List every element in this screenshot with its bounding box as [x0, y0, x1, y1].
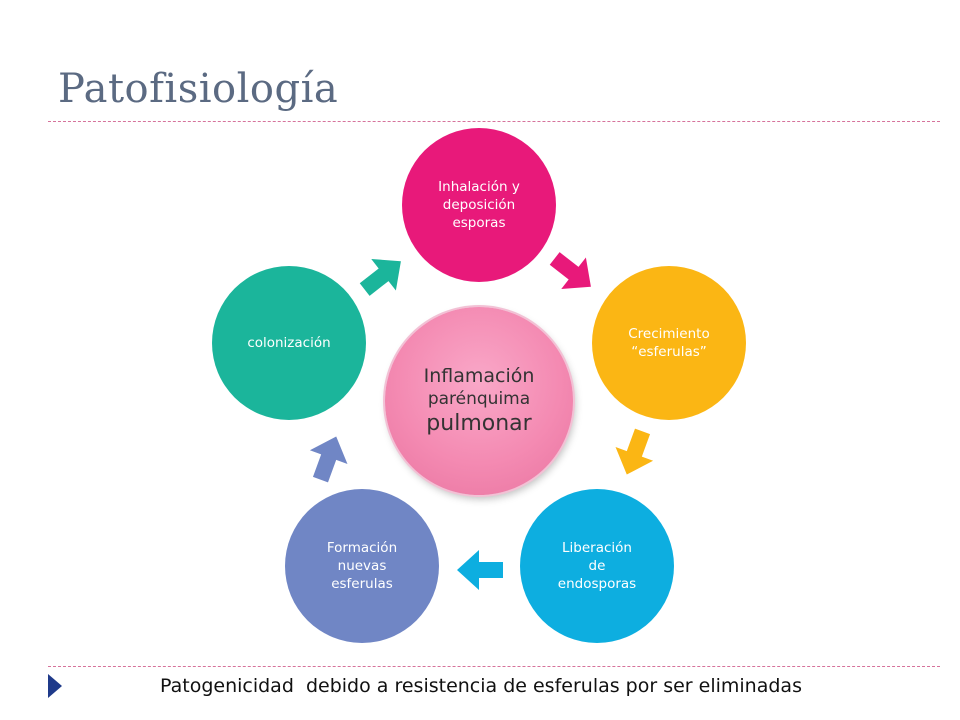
center-line-2: parénquima	[427, 388, 531, 409]
arrow-magenta	[549, 252, 591, 289]
arrow-teal	[359, 259, 401, 296]
node-colonizacion: colonización	[212, 266, 366, 420]
node-inhalacion: Inhalación y deposición esporas	[402, 128, 556, 282]
center-line-3: pulmonar	[426, 410, 532, 436]
center-line-1: Inflamación	[423, 364, 535, 387]
node-crecimiento-label: Crecimiento “esferulas”	[628, 325, 710, 360]
node-formacion-label: Formación nuevas esferulas	[326, 539, 398, 593]
slide-title: Patofisiología	[58, 66, 339, 112]
node-formacion: Formación nuevas esferulas	[285, 489, 439, 643]
bullet-arrow-icon	[48, 674, 62, 698]
arrow-blue	[309, 436, 348, 483]
node-liberacion-label: Liberación de endosporas	[557, 539, 637, 593]
node-colonizacion-label: colonización	[247, 334, 331, 351]
node-crecimiento: Crecimiento “esferulas”	[592, 266, 746, 420]
node-inhalacion-label: Inhalación y deposición esporas	[438, 178, 520, 232]
node-liberacion: Liberación de endosporas	[520, 489, 674, 643]
bottom-divider	[48, 666, 940, 667]
arrow-cyan	[457, 550, 503, 590]
center-node: Inflamación parénquima pulmonar	[385, 307, 573, 495]
arrow-yellow	[615, 428, 654, 475]
top-divider	[48, 121, 940, 122]
footer-note: Patogenicidad debido a resistencia de es…	[160, 675, 802, 697]
